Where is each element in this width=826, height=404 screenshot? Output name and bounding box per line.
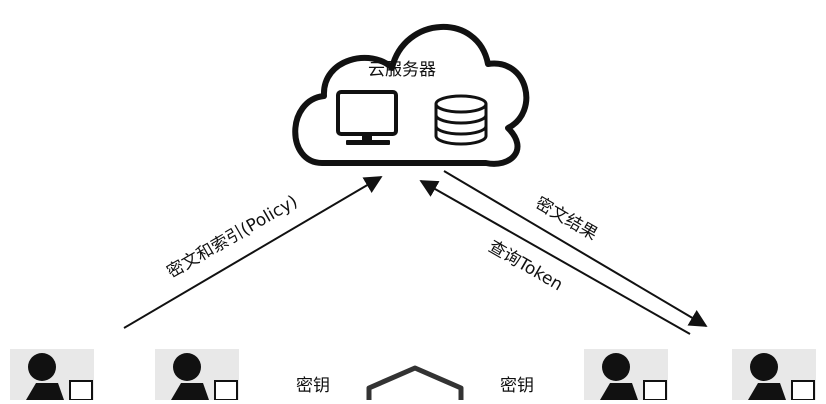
- key-right-label: 密钥: [500, 376, 534, 396]
- cloud-shape: [292, 24, 530, 167]
- database-icon: [434, 94, 488, 146]
- key-center-icon: [366, 365, 464, 400]
- user-icon-2: [155, 349, 239, 401]
- monitor-icon: [336, 90, 398, 145]
- result-arrow: [443, 170, 708, 327]
- user-icon-4: [732, 349, 816, 401]
- cloud-server: [292, 24, 530, 167]
- user-icon-3: [584, 349, 668, 401]
- key-left-label: 密钥: [296, 376, 330, 396]
- query-arrow: [419, 180, 691, 335]
- user-icon-1: [10, 349, 94, 401]
- cloud-title: 云服务器: [368, 60, 436, 80]
- upload-arrow: [123, 176, 383, 329]
